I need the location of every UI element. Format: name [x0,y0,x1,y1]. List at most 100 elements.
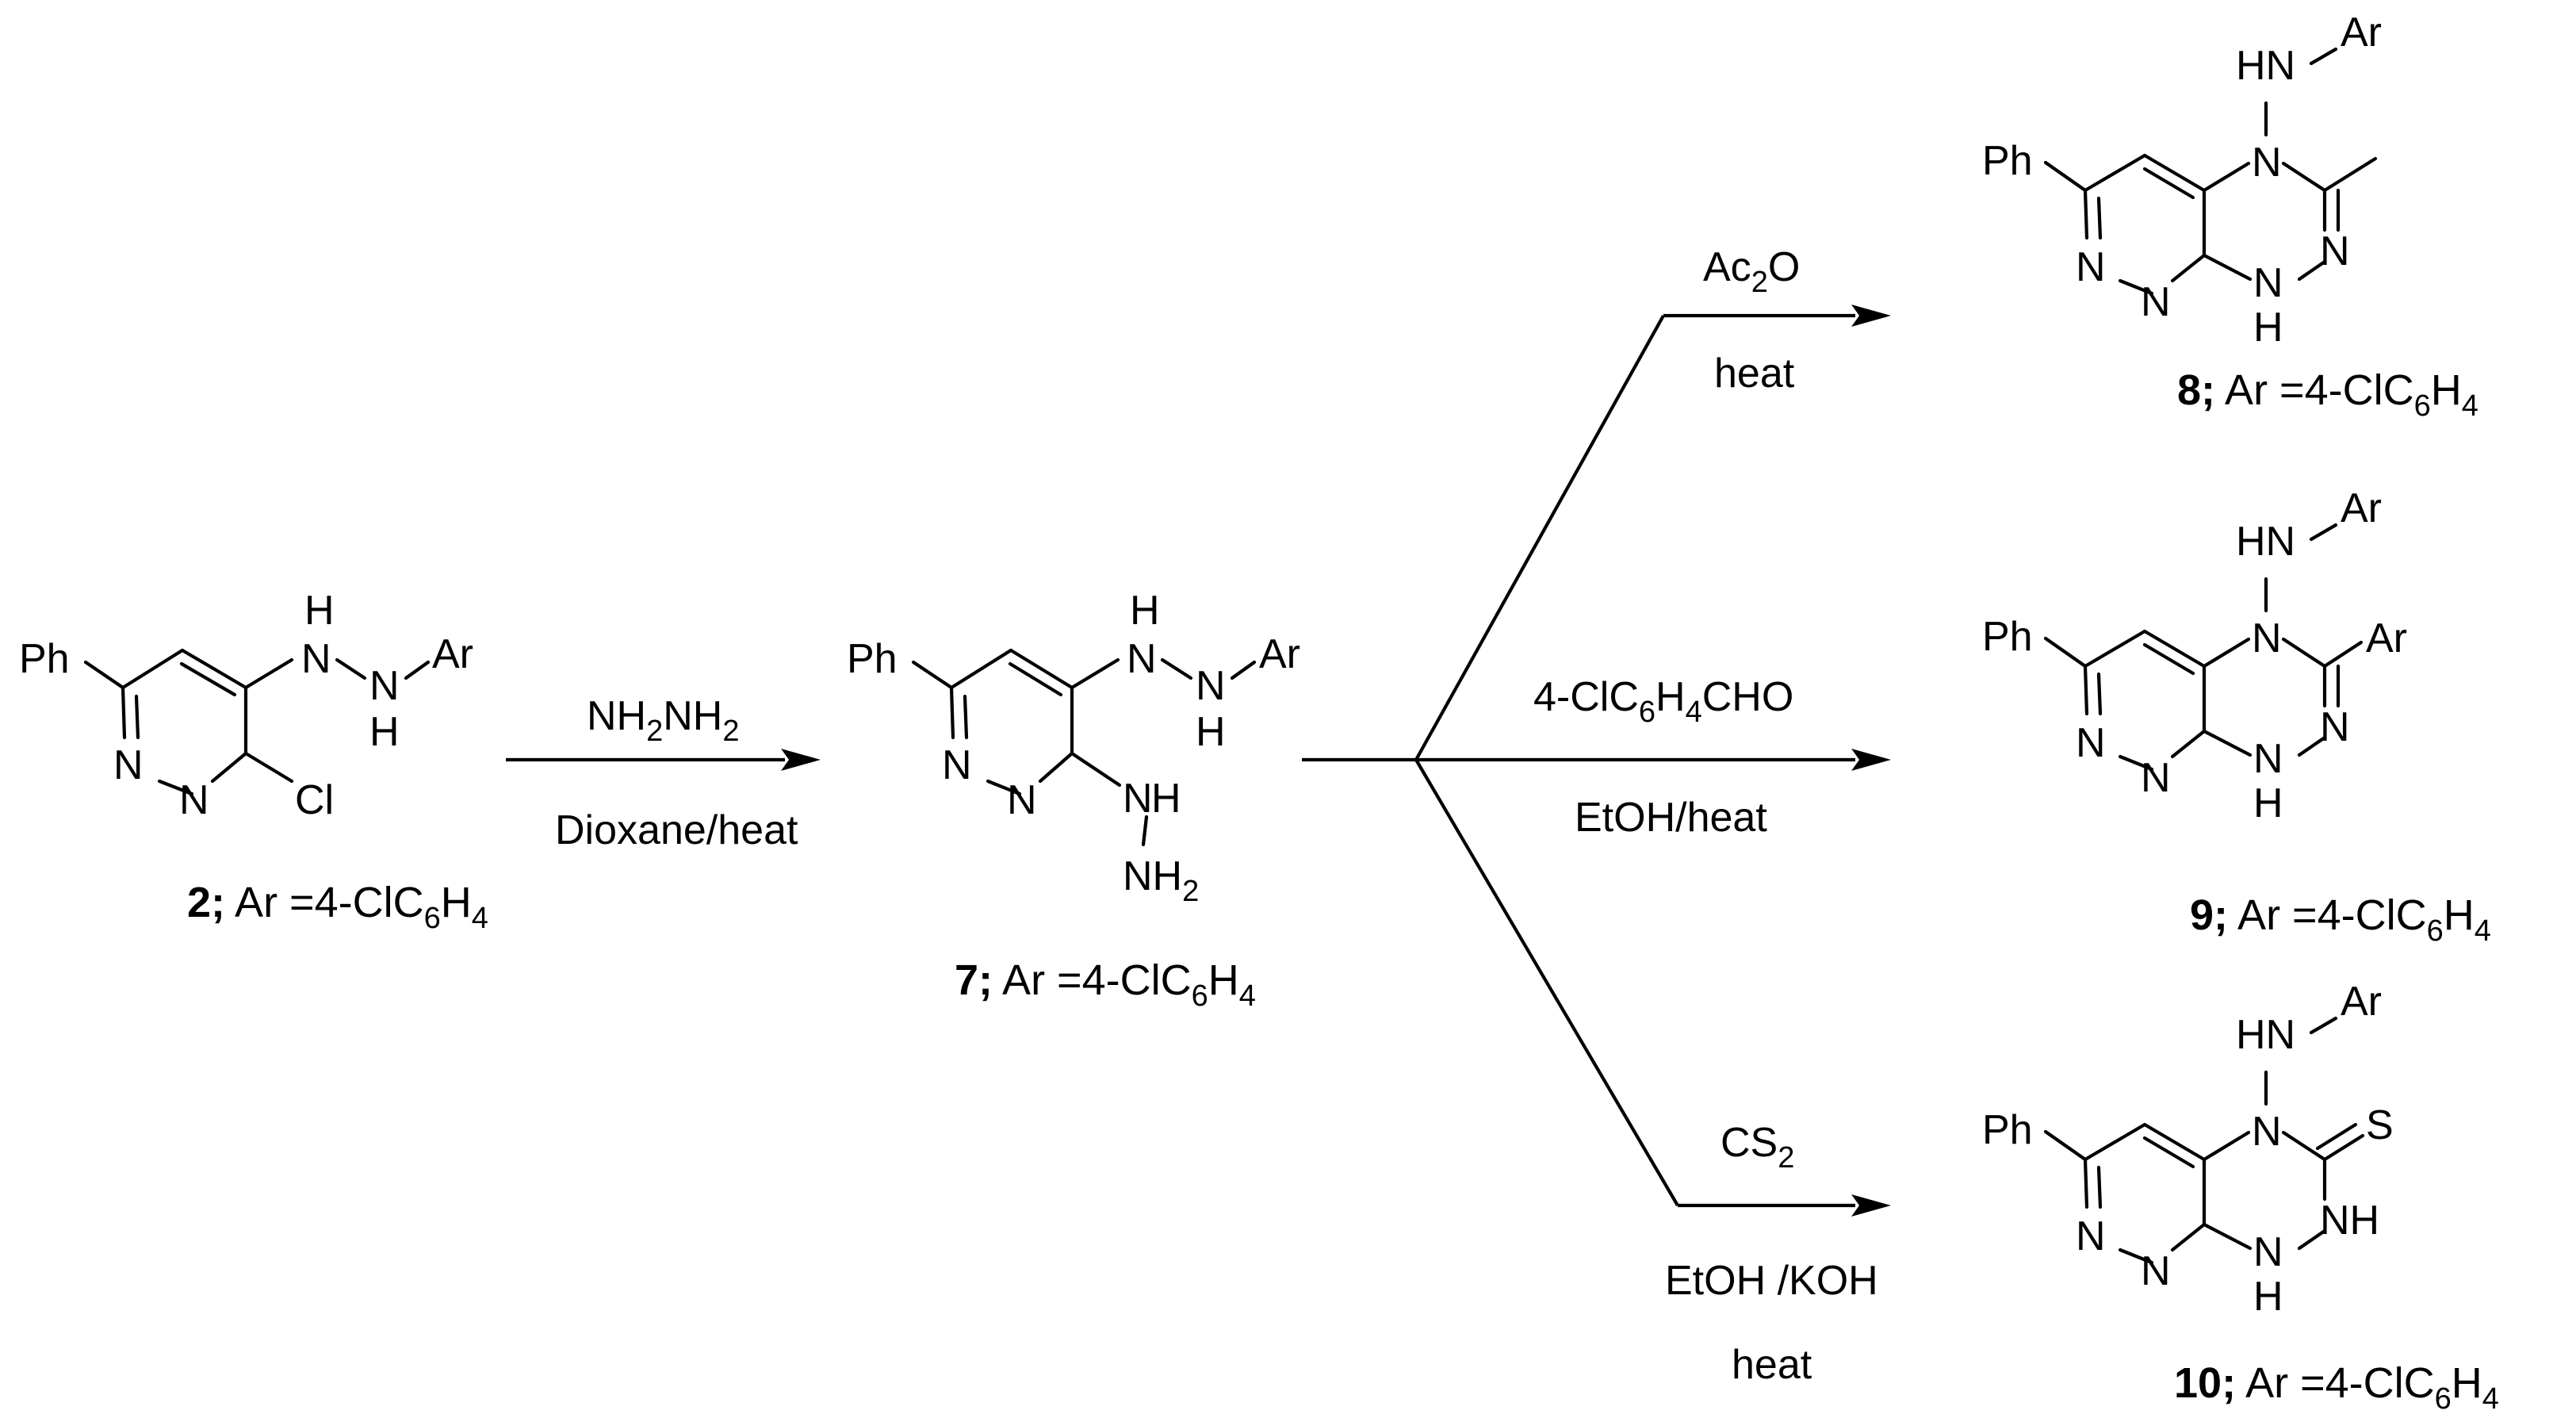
step-1-reagent-sub-b: 2 [722,715,739,748]
compound-9-structure: Ph N N N HN Ar Ar N N H [1982,485,2407,826]
compound-9-ar-label: Ar [2341,485,2382,531]
compound-8-hn-label: HN [2236,43,2295,89]
step-2-reagent: Ac2O [1703,244,1800,299]
step-3-conditions: EtOH/heat [1575,795,1767,841]
compound-8-n2-label: N [2141,279,2171,325]
step-1-reagent-nh-b: NH [663,693,722,739]
compound-9-hn-label: HN [2236,519,2295,565]
step-2-conditions: heat [1714,351,1795,397]
compound-9-n2-ring-label: N [2253,736,2283,782]
compound-9-n3-label: N [2320,704,2350,750]
step-2-reagent-o: O [1768,244,1800,290]
compound-2-semicolon: ; [211,879,225,926]
compound-8-caption-sub-2: 4 [2462,389,2478,423]
compound-10-caption: 10; Ar =4-ClC6H4 [2174,1359,2499,1416]
compound-9-ring-ar-label: Ar [2366,615,2407,661]
step-1-arrow [506,749,821,771]
compound-2-ph-label: Ph [19,636,70,682]
compound-7-number: 7 [955,956,978,1004]
compound-10-semicolon: ; [2222,1359,2236,1407]
compound-9-ph-label: Ph [1982,614,2033,660]
compound-8-n1-h-label: H [2253,305,2283,351]
step-3-reagent: 4-ClC6H4CHO [1533,674,1793,729]
compound-2-ar-label: Ar [432,631,473,677]
compound-7-nh2-text: NH [1123,853,1182,899]
compound-2-structure: Ph N N H N N H Ar Cl [19,588,473,823]
compound-10-n2-label: N [2141,1248,2171,1294]
compound-2-n1-label: N [113,742,144,788]
step-4-conditions-2: heat [1732,1342,1812,1388]
compound-10-hn-label: HN [2236,1012,2295,1058]
compound-8-n4-label: N [2252,140,2282,186]
compound-8-caption: 8; Ar =4-ClC6H4 [2177,366,2478,423]
compound-7-nh-n-label: N [1127,636,1157,682]
compound-10-n2-ring-label: N [2253,1229,2283,1275]
step-2-reagent-ac: Ac [1703,244,1751,290]
step-3-reagent-b: H [1655,674,1686,720]
compound-9-caption: 9; Ar =4-ClC6H4 [2190,891,2491,948]
compound-9-n4-label: N [2252,615,2282,661]
compound-8-n2-ring-label: N [2253,260,2283,306]
compound-2-number: 2 [187,879,211,926]
compound-7-caption-h: H [1208,956,1239,1004]
compound-9-n2-label: N [2141,755,2171,801]
compound-8-caption-sub-1: 6 [2414,389,2431,423]
compound-8-bonds [2043,47,2378,296]
compound-8-structure: Ph N N N HN Ar N N H [1982,10,2382,351]
compound-9-n1-label: N [2076,720,2106,766]
step-3-reagent-c: CHO [1702,674,1794,720]
step-4-reagent-cs: CS [1721,1120,1778,1166]
compound-8-caption-h: H [2431,366,2462,414]
compound-10-caption-h: H [2452,1359,2482,1407]
compound-7-ar-label: Ar [1259,631,1300,677]
compound-8-ph-label: Ph [1982,138,2033,184]
compound-9-semicolon: ; [2214,891,2228,939]
compound-10-caption-sub-1: 6 [2435,1382,2452,1416]
compound-2-cl-label: Cl [295,777,334,823]
compound-10-caption-sub-2: 4 [2482,1382,2499,1416]
compound-7-caption-sub-2: 4 [1239,979,1256,1013]
compound-2-caption-h: H [441,879,472,926]
compound-7-caption: 7; Ar =4-ClC6H4 [955,956,1256,1013]
compound-2-caption-prefix: Ar =4-ClC [225,879,424,926]
branch-arrows [1302,305,1891,1217]
step-4-reagent-sub: 2 [1778,1141,1794,1175]
compound-10-n1-h-label: H [2253,1274,2283,1320]
compound-7-nh2-sub: 2 [1182,875,1199,908]
step-4-reagent: CS2 [1721,1120,1794,1175]
compound-10-s-label: S [2366,1102,2394,1148]
compound-9-caption-sub-1: 6 [2427,914,2444,948]
step-1-reagent-nh-a: NH [587,693,646,739]
compound-9-number: 9 [2190,891,2214,939]
compound-10-ar-label: Ar [2341,979,2382,1025]
compound-8-caption-prefix: Ar =4-ClC [2215,366,2414,414]
compound-10-n4-label: N [2252,1109,2282,1155]
compound-7-caption-prefix: Ar =4-ClC [993,956,1192,1004]
compound-7-n2-label: N [1007,777,1037,823]
compound-2-caption-sub-1: 6 [424,902,441,935]
step-1-reagent-sub-a: 2 [646,715,663,748]
compound-8-semicolon: ; [2201,366,2215,414]
step-3-reagent-sub-a: 6 [1639,696,1655,729]
compound-7-nh-h-label: H [1130,588,1160,634]
compound-7-hydrazine-n-label: N [1123,776,1153,822]
compound-2-n2-label: N [179,777,209,823]
compound-9-caption-sub-2: 4 [2475,914,2491,948]
compound-2-caption: 2; Ar =4-ClC6H4 [187,879,488,935]
compound-7-semicolon: ; [978,956,993,1004]
compound-10-n1-label: N [2076,1213,2106,1259]
compound-8-number: 8 [2177,366,2201,414]
step-1-conditions: Dioxane/heat [555,807,798,853]
step-2-reagent-sub: 2 [1751,266,1768,299]
compound-10-ph-label: Ph [1982,1107,2033,1153]
compound-2-caption-sub-2: 4 [472,902,488,935]
compound-7-nh2-label: NH2 [1123,853,1199,908]
compound-2-nh2-n-label: N [369,663,400,709]
step-1-reagent: NH2NH2 [587,693,740,748]
compound-10-bonds [2043,1016,2365,1265]
compound-10-structure: Ph N N N HN Ar S NH N H [1982,979,2394,1320]
compound-7-bonds [911,648,1257,847]
compound-2-nh-n-label: N [301,636,331,682]
compound-8-n3-label: N [2320,228,2350,274]
